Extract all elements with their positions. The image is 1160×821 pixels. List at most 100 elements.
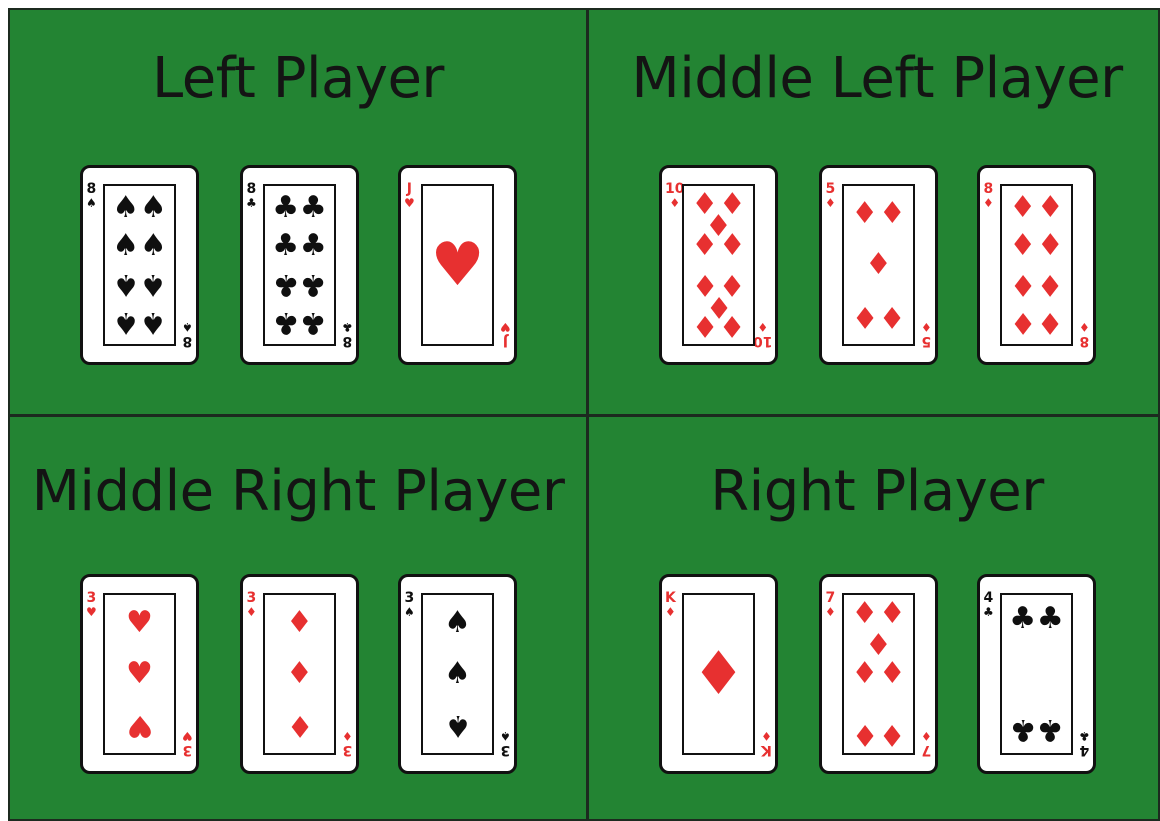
diamond-pip-icon: ♦ — [879, 199, 906, 229]
card-rank: 8 — [984, 182, 994, 196]
card-face-frame: ♦ — [682, 593, 755, 755]
card-face-frame: ♦♦♦♦♦♦♦♦ — [1000, 184, 1073, 346]
club-pip-icon: ♣ — [1037, 604, 1064, 634]
spade-icon: ♠ — [86, 197, 97, 209]
card-rank: 4 — [984, 591, 994, 605]
spade-icon: ♠ — [404, 606, 415, 618]
player-hand: 10♦10♦♦♦♦♦♦♦♦♦♦♦5♦5♦♦♦♦♦♦8♦8♦♦♦♦♦♦♦♦♦ — [589, 165, 1160, 369]
card-corner-index: 3♥ — [182, 730, 193, 757]
playing-card-5-of-diamonds: 5♦5♦♦♦♦♦♦ — [819, 165, 938, 365]
club-pip-icon: ♣ — [300, 193, 327, 223]
heart-pip-icon: ♥ — [126, 659, 153, 689]
spade-pip-icon: ♠ — [112, 193, 139, 223]
diamond-pip-icon: ♦ — [691, 310, 718, 340]
card-corner-index: 5♦ — [825, 182, 836, 209]
diamond-pip-icon: ♦ — [719, 310, 746, 340]
diamond-icon: ♦ — [246, 606, 257, 618]
card-rank: 5 — [922, 334, 932, 348]
playing-card-3-of-spades: 3♠3♠♠♠♠ — [398, 574, 517, 774]
card-corner-index: K♦ — [665, 591, 676, 618]
spade-pip-icon: ♠ — [444, 659, 471, 689]
spade-pip-icon: ♠ — [112, 307, 139, 337]
player-hand: K♦K♦♦7♦7♦♦♦♦♦♦♦♦4♣4♣♣♣♣♣ — [589, 574, 1160, 778]
diamond-icon: ♦ — [983, 197, 994, 209]
playing-card-7-of-diamonds: 7♦7♦♦♦♦♦♦♦♦ — [819, 574, 938, 774]
playing-card-J-of-hearts: J♥J♥♥ — [398, 165, 517, 365]
playing-card-K-of-diamonds: K♦K♦♦ — [659, 574, 778, 774]
card-rank: 8 — [183, 334, 193, 348]
card-corner-index: K♦ — [761, 730, 772, 757]
card-rank: J — [503, 334, 508, 348]
spade-pip-icon: ♠ — [112, 269, 139, 299]
heart-icon: ♥ — [404, 197, 415, 209]
card-corner-index: 3♠ — [500, 730, 511, 757]
club-pip-icon: ♣ — [300, 231, 327, 261]
card-rank: 3 — [343, 743, 353, 757]
card-corner-index: 3♠ — [404, 591, 415, 618]
card-face-frame: ♣♣♣♣♣♣♣♣ — [263, 184, 336, 346]
card-rank: 8 — [247, 182, 257, 196]
playing-card-8-of-diamonds: 8♦8♦♦♦♦♦♦♦♦♦ — [977, 165, 1096, 365]
card-rank: 3 — [87, 591, 97, 605]
card-face-frame: ♥♥♥ — [103, 593, 176, 755]
diamond-icon: ♦ — [665, 606, 676, 618]
card-corner-index: 8♦ — [983, 182, 994, 209]
diamond-icon: ♦ — [825, 606, 836, 618]
card-rank: 8 — [1080, 334, 1090, 348]
card-corner-index: 3♦ — [246, 591, 257, 618]
diamond-pip-icon: ♦ — [286, 710, 313, 740]
diamond-pip-icon: ♦ — [851, 199, 878, 229]
card-face-frame: ♦♦♦♦♦♦♦ — [842, 593, 915, 755]
card-face-frame: ♦♦♦♦♦♦♦♦♦♦ — [682, 184, 755, 346]
diamond-pip-icon: ♦ — [1037, 231, 1064, 261]
diamond-pip-icon: ♦ — [879, 599, 906, 629]
card-table: Left Player 8♠8♠♠♠♠♠♠♠♠♠8♣8♣♣♣♣♣♣♣♣♣J♥J♥… — [8, 8, 1160, 821]
diamond-pip-icon: ♦ — [851, 659, 878, 689]
club-pip-icon: ♣ — [300, 307, 327, 337]
club-pip-icon: ♣ — [272, 269, 299, 299]
club-icon: ♣ — [983, 606, 994, 618]
card-rank: 4 — [1080, 743, 1090, 757]
diamond-pip-icon: ♦ — [1009, 269, 1036, 299]
card-rank: K — [761, 743, 772, 757]
player-name: Left Player — [10, 44, 586, 114]
card-corner-index: J♥ — [404, 182, 415, 209]
card-rank: J — [407, 182, 412, 196]
card-corner-index: 8♣ — [342, 321, 353, 348]
diamond-pip-icon: ♦ — [879, 301, 906, 331]
club-pip-icon: ♣ — [272, 193, 299, 223]
card-rank: 3 — [501, 743, 511, 757]
player-name: Right Player — [589, 457, 1160, 527]
card-corner-index: 10♦ — [753, 321, 772, 348]
diamond-pip-icon: ♦ — [1037, 193, 1064, 223]
card-corner-index: 4♣ — [983, 591, 994, 618]
playing-card-4-of-clubs: 4♣4♣♣♣♣♣ — [977, 574, 1096, 774]
diamond-icon: ♦ — [669, 197, 680, 209]
player-name: Middle Right Player — [10, 457, 586, 527]
card-corner-index: 8♣ — [246, 182, 257, 209]
club-pip-icon: ♣ — [272, 231, 299, 261]
club-icon: ♣ — [342, 321, 353, 333]
card-corner-index: 8♠ — [182, 321, 193, 348]
playing-card-10-of-diamonds: 10♦10♦♦♦♦♦♦♦♦♦♦♦ — [659, 165, 778, 365]
diamond-pip-icon: ♦ — [286, 608, 313, 638]
card-corner-index: 8♠ — [86, 182, 97, 209]
card-corner-index: 3♥ — [86, 591, 97, 618]
card-rank: K — [665, 591, 676, 605]
card-corner-index: 8♦ — [1079, 321, 1090, 348]
diamond-pip-icon: ♦ — [1009, 307, 1036, 337]
club-pip-icon: ♣ — [300, 269, 327, 299]
card-face-frame: ♦♦♦ — [263, 593, 336, 755]
card-corner-index: 3♦ — [342, 730, 353, 757]
card-rank: 3 — [183, 743, 193, 757]
diamond-pip-icon: ♦ — [851, 719, 878, 749]
card-rank: 7 — [826, 591, 836, 605]
spade-pip-icon: ♠ — [444, 608, 471, 638]
club-icon: ♣ — [246, 197, 257, 209]
club-pip-icon: ♣ — [1009, 714, 1036, 744]
card-rank: 3 — [405, 591, 415, 605]
card-face-frame: ♥ — [421, 184, 494, 346]
diamond-pip-icon: ♦ — [879, 659, 906, 689]
club-pip-icon: ♣ — [1009, 604, 1036, 634]
player-name: Middle Left Player — [589, 44, 1160, 114]
